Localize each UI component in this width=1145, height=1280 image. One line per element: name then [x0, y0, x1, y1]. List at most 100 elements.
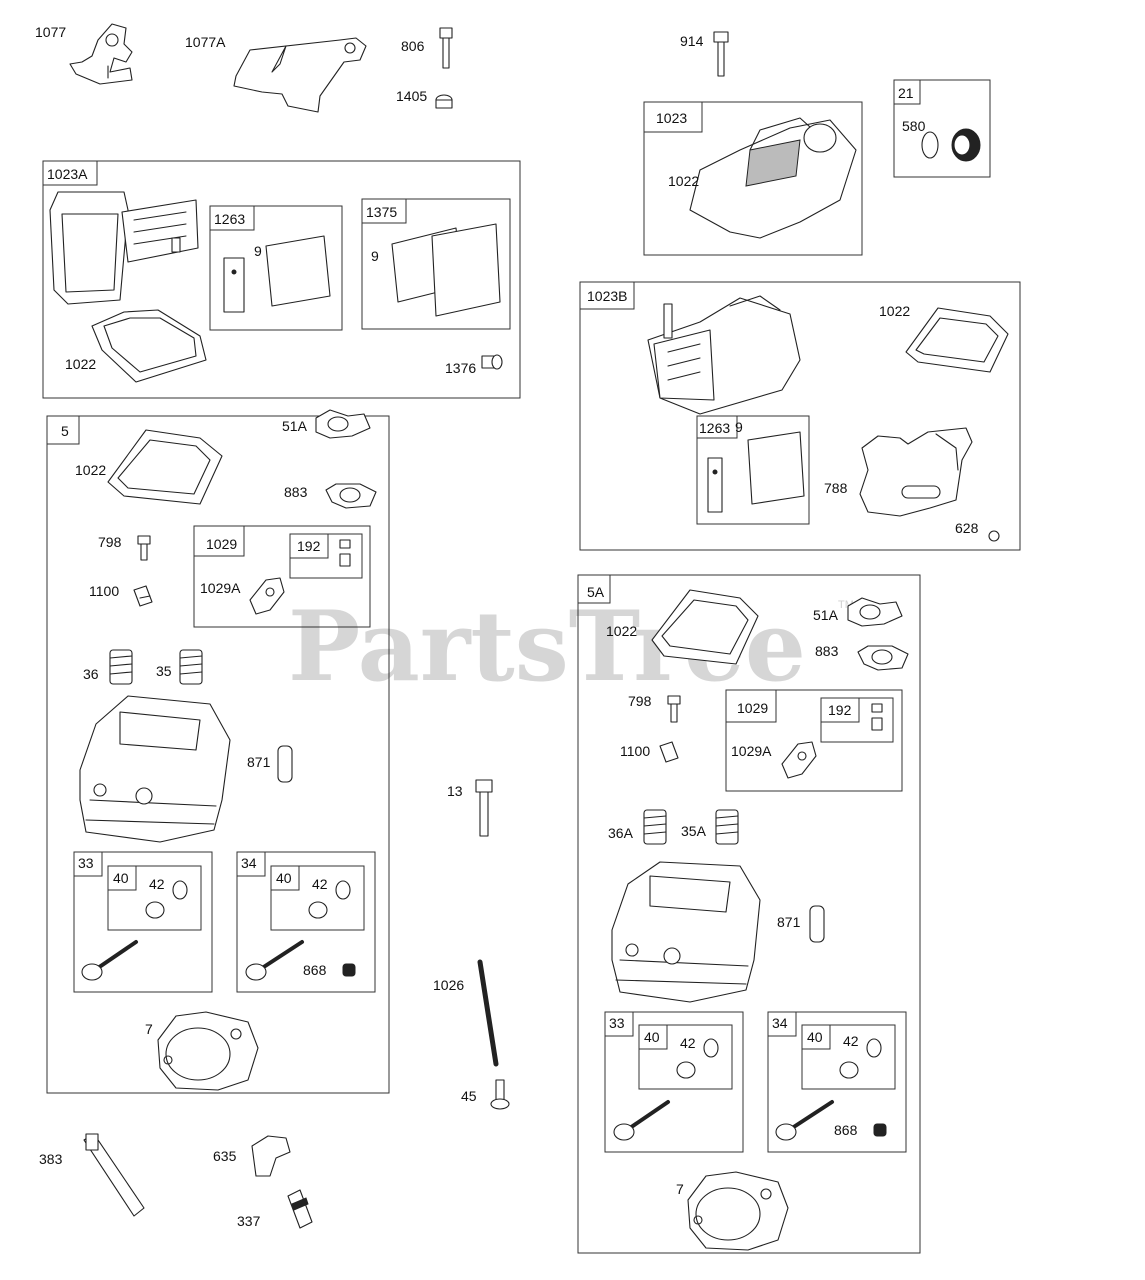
label-628: 628 — [955, 520, 979, 536]
part-1023-valve-cover[interactable] — [689, 117, 857, 239]
part-192-b-nut-adjuster[interactable] — [871, 703, 883, 731]
group-33-a-tab — [73, 851, 103, 877]
part-788-plate[interactable] — [859, 427, 973, 517]
part-35-spring[interactable] — [179, 649, 203, 685]
part-871-sleeve-a[interactable] — [277, 745, 293, 783]
group-5-box — [46, 415, 390, 1094]
label-798-a: 798 — [98, 534, 122, 550]
part-36A-spring[interactable] — [643, 809, 667, 845]
part-1376-screw[interactable] — [481, 354, 503, 370]
label-36A: 36A — [608, 825, 634, 841]
label-7-a: 7 — [145, 1021, 153, 1037]
part-868-b-seal[interactable] — [873, 1123, 887, 1137]
part-33-b-valve[interactable] — [613, 1100, 670, 1141]
group-40-b-box — [270, 865, 365, 931]
part-798-bolt-b[interactable] — [667, 695, 681, 723]
part-580-oring[interactable] — [921, 131, 939, 159]
part-42-d-keeper[interactable] — [866, 1038, 882, 1058]
part-868-a-seal[interactable] — [342, 963, 356, 977]
part-914-bolt[interactable] — [713, 31, 729, 77]
part-1263-b-breather[interactable] — [707, 457, 723, 513]
part-1022-gasket-e[interactable] — [651, 589, 759, 665]
group-1029-b-tab — [725, 689, 777, 723]
part-1022-gasket-c[interactable] — [905, 307, 1009, 373]
group-34-b-tab — [767, 1011, 797, 1037]
part-40-c-retainer[interactable] — [676, 1061, 696, 1079]
part-1077[interactable] — [69, 23, 133, 85]
part-635-boot[interactable] — [251, 1135, 291, 1177]
part-21-dipstick-cap[interactable] — [951, 128, 981, 162]
label-34-a: 34 — [241, 855, 257, 871]
part-42-a-keeper[interactable] — [172, 880, 188, 900]
part-34-a-valve[interactable] — [245, 940, 304, 981]
part-40-b-retainer[interactable] — [308, 901, 328, 919]
part-806-bolt[interactable] — [439, 27, 453, 69]
part-34-b-valve[interactable] — [775, 1100, 834, 1141]
part-1023A-valve-cover[interactable] — [49, 191, 199, 305]
group-1023-tab — [643, 101, 703, 133]
group-192-a-tab — [289, 533, 329, 559]
group-5A-box — [577, 574, 921, 1254]
part-36-spring[interactable] — [109, 649, 133, 685]
label-914: 914 — [680, 33, 704, 49]
label-21: 21 — [898, 85, 914, 101]
label-33-a: 33 — [78, 855, 94, 871]
part-1263-a-breather[interactable] — [223, 257, 245, 313]
group-5A-tab — [577, 574, 611, 604]
group-34-a-box — [236, 851, 376, 993]
group-1023-box — [643, 101, 863, 256]
label-1029-b: 1029 — [737, 700, 768, 716]
part-1100-guide-b[interactable] — [659, 741, 679, 763]
part-1022-gasket-d[interactable] — [107, 429, 223, 505]
label-33-b: 33 — [609, 1015, 625, 1031]
part-1029A-b-rocker-arm[interactable] — [781, 741, 817, 779]
part-40-a-retainer[interactable] — [145, 901, 165, 919]
part-1023B-valve-cover[interactable] — [647, 295, 801, 415]
part-7-b-head-gasket[interactable] — [687, 1171, 789, 1251]
part-35A-spring[interactable] — [715, 809, 739, 845]
part-883-gasket-a[interactable] — [325, 483, 377, 509]
group-1023A-tab — [42, 160, 98, 186]
part-1022-gasket-b[interactable] — [91, 309, 207, 383]
part-1029A-a-rocker-arm[interactable] — [249, 577, 285, 615]
part-33-a-valve[interactable] — [81, 940, 138, 981]
part-798-bolt-a[interactable] — [137, 535, 151, 561]
label-5: 5 — [61, 423, 69, 439]
part-871-sleeve-b[interactable] — [809, 905, 825, 943]
part-9-c-gasket[interactable] — [747, 431, 805, 505]
label-51A-b: 51A — [813, 607, 839, 623]
label-1029A-a: 1029A — [200, 580, 241, 596]
part-1405-nut[interactable] — [435, 94, 453, 109]
label-1026: 1026 — [433, 977, 464, 993]
part-9-b-gaskets[interactable] — [391, 223, 501, 317]
part-883-gasket-b[interactable] — [857, 645, 909, 671]
part-192-a-nut-adjuster[interactable] — [339, 539, 351, 567]
label-42-a: 42 — [149, 876, 165, 892]
part-45-tappet[interactable] — [490, 1079, 510, 1110]
label-806: 806 — [401, 38, 425, 54]
part-383-tool[interactable] — [83, 1133, 145, 1217]
part-13-bolt[interactable] — [475, 779, 493, 837]
part-51A-gasket-a[interactable] — [315, 409, 371, 439]
part-5-cylinder-head[interactable] — [79, 695, 231, 843]
part-40-d-retainer[interactable] — [839, 1061, 859, 1079]
label-337: 337 — [237, 1213, 261, 1229]
group-21-box — [893, 79, 991, 178]
label-35A: 35A — [681, 823, 707, 839]
label-40-c: 40 — [644, 1029, 660, 1045]
part-9-a-gasket[interactable] — [265, 235, 331, 307]
part-7-a-head-gasket[interactable] — [157, 1011, 259, 1091]
label-1405: 1405 — [396, 88, 427, 104]
part-42-b-keeper[interactable] — [335, 880, 351, 900]
part-337-spark-plug[interactable] — [287, 1189, 313, 1229]
part-1026-push-rod[interactable] — [477, 959, 499, 1067]
group-1263-a-box — [209, 205, 343, 331]
part-51A-gasket-b[interactable] — [847, 597, 903, 627]
label-9-b: 9 — [371, 248, 379, 264]
part-1100-guide-a[interactable] — [133, 585, 153, 607]
part-628-nut[interactable] — [988, 530, 1000, 542]
part-5A-cylinder-head[interactable] — [611, 861, 761, 1003]
part-42-c-keeper[interactable] — [703, 1038, 719, 1058]
part-1077A[interactable] — [233, 37, 367, 113]
